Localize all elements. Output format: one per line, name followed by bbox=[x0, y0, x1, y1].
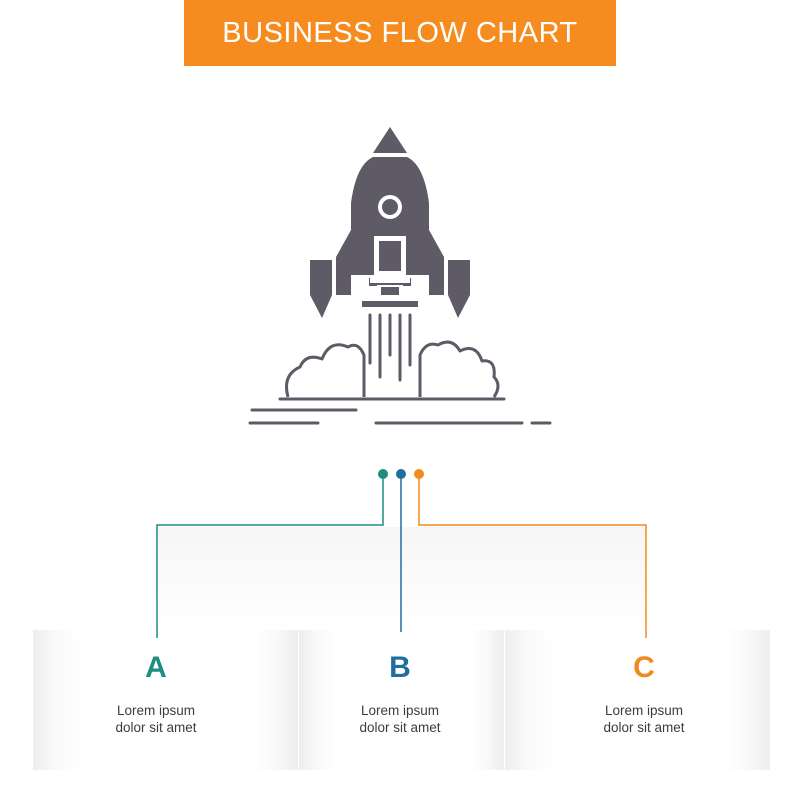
panel-b bbox=[299, 630, 504, 770]
step-desc-b-line2: dolor sit amet bbox=[359, 720, 441, 735]
step-desc-a: Lorem ipsum dolor sit amet bbox=[56, 702, 256, 736]
step-a: A Lorem ipsum dolor sit amet bbox=[56, 650, 256, 736]
rocket-launch-icon bbox=[230, 115, 570, 440]
step-desc-c: Lorem ipsum dolor sit amet bbox=[544, 702, 744, 736]
step-letter-b: B bbox=[389, 651, 411, 684]
step-letter-c: C bbox=[633, 651, 655, 684]
step-desc-a-line2: dolor sit amet bbox=[115, 720, 197, 735]
step-letter-a: A bbox=[145, 651, 167, 684]
step-desc-c-line1: Lorem ipsum bbox=[604, 703, 684, 718]
node-dot-b bbox=[396, 469, 406, 479]
step-desc-b-line1: Lorem ipsum bbox=[360, 703, 440, 718]
step-c: C Lorem ipsum dolor sit amet bbox=[544, 650, 744, 736]
step-desc-c-line2: dolor sit amet bbox=[603, 720, 685, 735]
chart-title: BUSINESS FLOW CHART bbox=[222, 16, 578, 49]
step-desc-b: Lorem ipsum dolor sit amet bbox=[300, 702, 500, 736]
title-banner: BUSINESS FLOW CHART bbox=[184, 0, 616, 66]
step-b: B Lorem ipsum dolor sit amet bbox=[300, 650, 500, 736]
connector-c bbox=[418, 474, 647, 638]
panel-c bbox=[505, 630, 770, 770]
step-desc-a-line1: Lorem ipsum bbox=[116, 703, 196, 718]
connector-a bbox=[156, 474, 384, 638]
node-dot-a bbox=[378, 469, 388, 479]
node-dot-c bbox=[414, 469, 424, 479]
panel-a bbox=[33, 630, 298, 770]
